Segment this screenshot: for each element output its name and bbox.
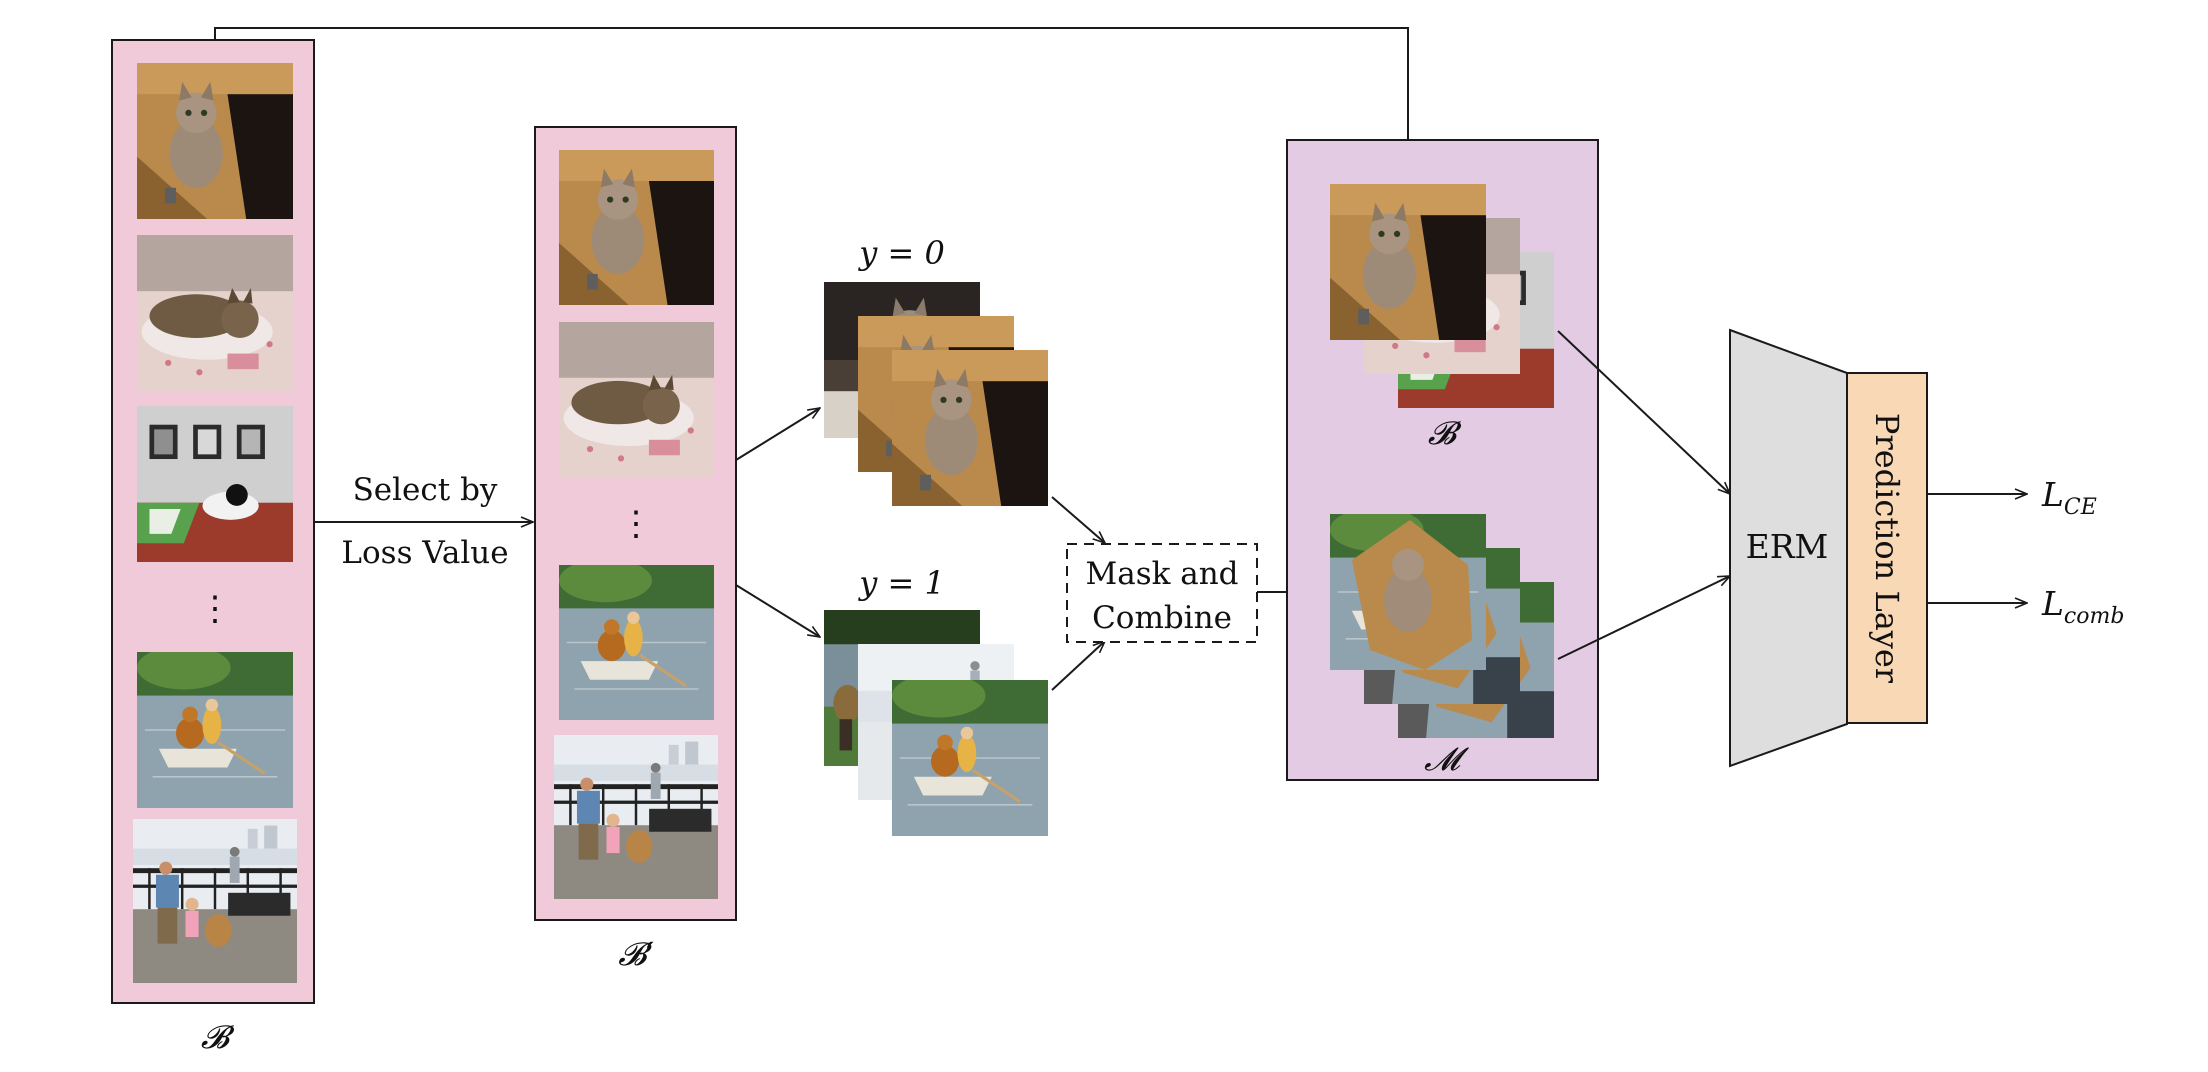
l-comb-main: L [2041,584,2064,623]
label-prediction-layer: Prediction Layer [1868,413,1906,684]
ellipsis-b-prime: ⋮ [619,504,653,544]
image-cat-on-stairs-front [892,350,1048,506]
image-family-with-dog [554,735,718,899]
group-y1-stack [824,610,1048,836]
image-family-with-dog [133,819,297,983]
image-cat-on-bed [559,322,714,477]
prediction-layer-shape [1846,372,1928,724]
image-dog-in-rowboat [559,565,714,720]
cat-cutout-overlay [1352,520,1472,670]
label-combine: Combine [1092,600,1232,636]
image-cat-on-bed [137,235,293,391]
mixed-batch-panel: 𝓑 𝓜 [1286,139,1599,781]
mask-combine-border [1066,543,1258,643]
label-l-comb: Lcomb [2041,584,2124,629]
l-ce-main: L [2041,475,2064,514]
label-loss-value: Loss Value [341,535,508,571]
arrow-to-group-y0 [735,408,820,461]
label-mask-and: Mask and [1085,556,1238,592]
arrow-b-skip-to-mixed [214,27,1408,181]
label-y1: y = 1 [857,564,945,602]
group-y0-stack [824,282,1048,506]
l-comb-sub: comb [2064,604,2125,629]
image-cat-under-frames [137,406,293,562]
arrow-to-group-y1 [735,584,820,637]
label-erm: ERM [1746,527,1829,566]
arrow-y0-to-mask [1051,496,1105,543]
label-l-ce: LCE [2041,475,2097,520]
label-batch-b: 𝓑 [201,1018,235,1056]
erm-block: ERM [1729,328,1848,768]
arrow-b-to-erm [1557,330,1730,494]
arrow-y1-to-mask [1051,641,1105,691]
batch-b-prime-panel: ⋮ [534,126,737,921]
arrow-m-to-erm [1557,576,1730,660]
image-dog-in-rowboat [137,652,293,808]
image-cat-on-stairs [137,63,293,219]
label-batch-b-prime: 𝓑′ [618,935,654,973]
image-dog-in-rowboat [892,680,1048,836]
label-select-by: Select by [353,472,498,508]
batch-b-panel: ⋮ [111,39,315,1004]
l-ce-sub: CE [2064,495,2097,520]
prediction-layer-block: Prediction Layer [1846,372,1928,724]
ellipsis-b: ⋮ [198,589,232,629]
image-cat-on-stairs [559,150,714,305]
image-cat-on-stairs [1330,184,1486,340]
inner-m-stack [1330,514,1554,738]
mask-and-combine-box: Mask and Combine [1066,543,1258,643]
label-y0: y = 0 [857,234,945,272]
